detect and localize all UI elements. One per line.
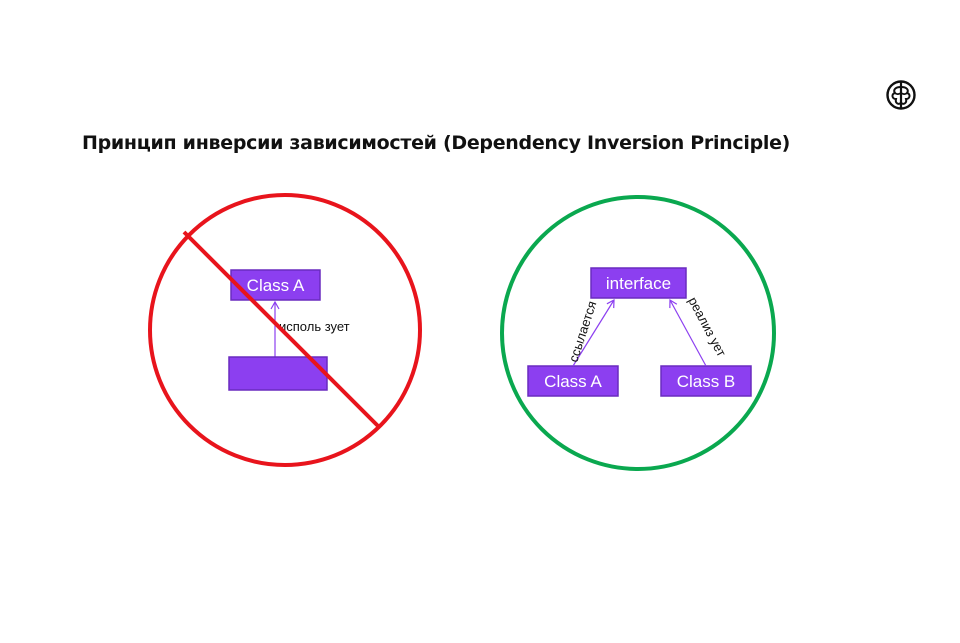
uses-label: исполь зует xyxy=(279,319,350,334)
good-example-group: interface Class A Class B ссылается реал… xyxy=(500,195,776,471)
good-class-a-box xyxy=(527,365,619,397)
implements-arrow xyxy=(669,298,707,367)
slide-title: Принцип инверсии зависимостей (Dependenc… xyxy=(82,132,791,154)
approval-circle xyxy=(500,195,776,471)
refers-arrow xyxy=(572,298,615,367)
good-class-a-label: Class A xyxy=(544,372,602,391)
prohibition-slash xyxy=(182,230,380,428)
brain-icon xyxy=(886,80,916,110)
good-class-b-box xyxy=(660,365,752,397)
implements-label: реализ ует xyxy=(685,294,729,359)
good-class-b-label: Class B xyxy=(677,372,736,391)
bad-class-a-label: Class A xyxy=(247,276,305,295)
interface-label: interface xyxy=(606,274,671,293)
prohibition-circle xyxy=(148,193,422,467)
interface-box xyxy=(590,267,687,299)
bad-example-group: Class A исполь зует xyxy=(148,193,422,467)
